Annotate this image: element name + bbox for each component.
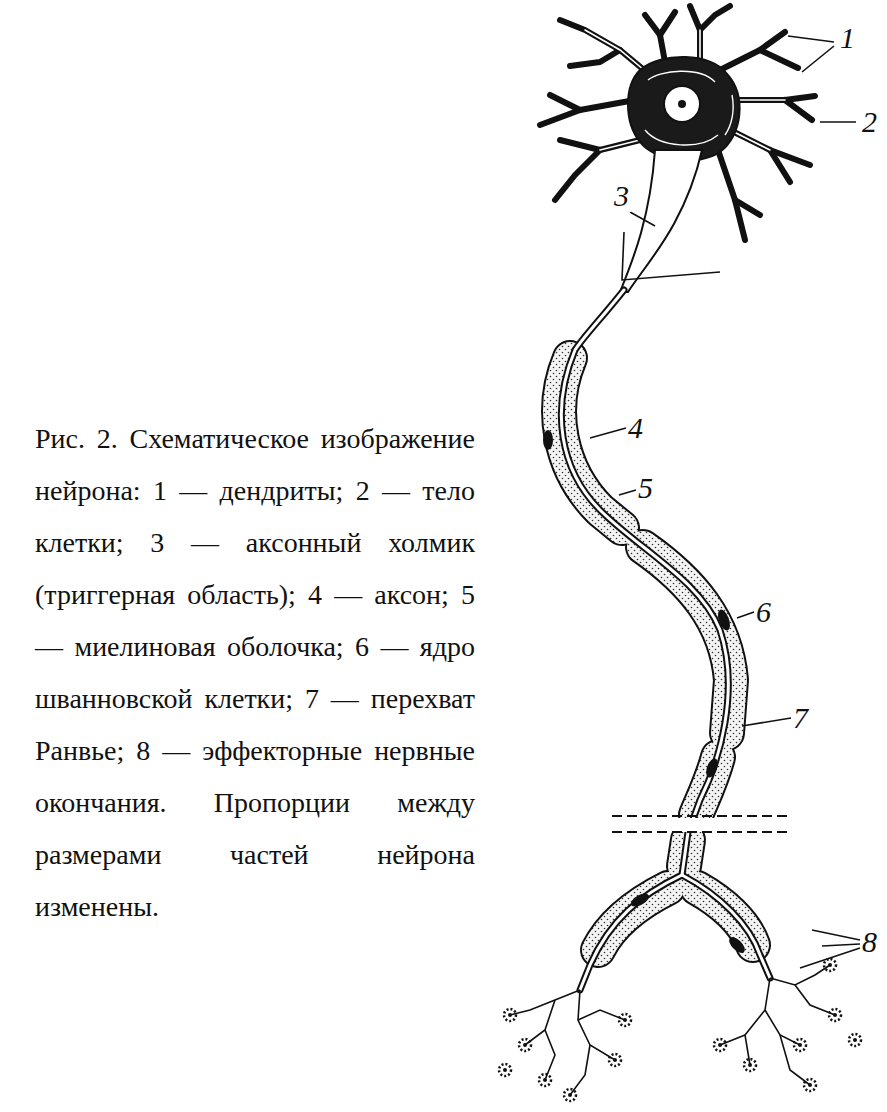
callout-number: 5 — [636, 472, 655, 504]
callout-number: 2 — [860, 106, 879, 138]
figure-caption: Рис. 2. Схематическое изображение нейрон… — [35, 413, 475, 933]
callout-number: 1 — [838, 22, 857, 54]
callout-number: 7 — [791, 702, 810, 734]
callout-number: 8 — [860, 926, 879, 958]
callout-number: 3 — [612, 180, 631, 212]
callout-number: 6 — [754, 596, 773, 628]
callout-number: 4 — [626, 412, 645, 444]
